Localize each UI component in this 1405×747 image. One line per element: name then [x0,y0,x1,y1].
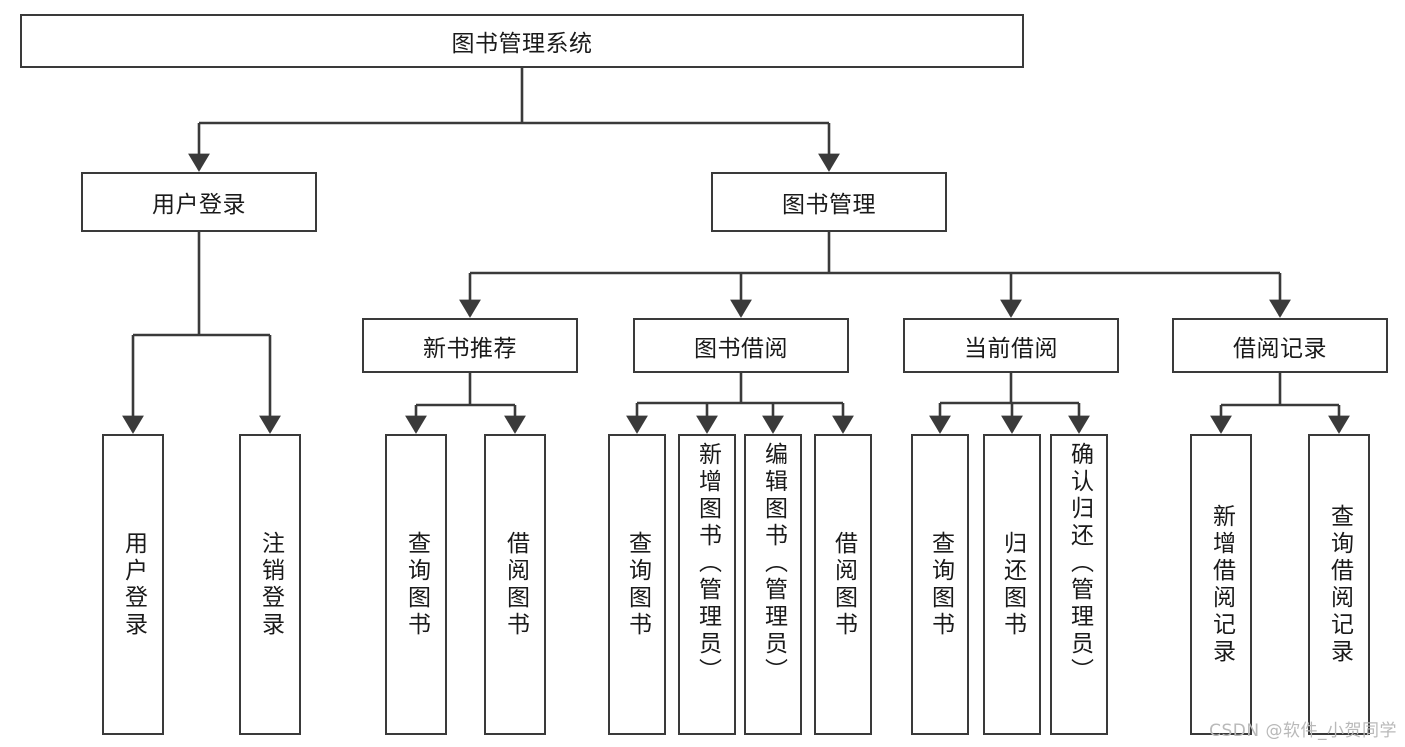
node-label: 用户登录 [120,530,147,639]
node-new-book-recommend[interactable]: 新书推荐 [362,318,578,373]
node-current-borrow[interactable]: 当前借阅 [903,318,1119,373]
node-label: 归还图书 [999,530,1026,639]
node-label: 查询图书 [927,530,954,639]
node-label: 注销登录 [257,530,284,639]
leaf-node-leaf-query-record[interactable]: 查询借阅记录 [1308,434,1370,735]
node-label: 查询图书 [403,530,430,639]
leaf-node-leaf-return-book[interactable]: 归还图书 [983,434,1041,735]
node-label: 用户登录 [152,192,246,218]
node-label: 借阅图书 [830,530,857,639]
leaf-node-leaf-borrow-book-2[interactable]: 借阅图书 [814,434,872,735]
node-label: 新书推荐 [423,335,517,362]
leaf-node-leaf-query-book-1[interactable]: 查询图书 [385,434,447,735]
node-label: 当前借阅 [964,335,1058,362]
node-label: 借阅记录 [1233,335,1327,362]
leaf-node-leaf-add-book[interactable]: 新增图书（管理员） [678,434,736,735]
leaf-node-leaf-logout[interactable]: 注销登录 [239,434,301,735]
node-borrow-record[interactable]: 借阅记录 [1172,318,1388,373]
node-label: 图书借阅 [694,335,788,362]
watermark-label: CSDN @软件_小贺同学 [1209,721,1397,741]
node-label: 查询借阅记录 [1326,503,1353,666]
node-user-login[interactable]: 用户登录 [81,172,317,232]
node-book-borrow[interactable]: 图书借阅 [633,318,849,373]
node-label: 新增图书（管理员） [694,442,721,685]
node-label: 借阅图书 [502,530,529,639]
leaf-node-leaf-user-login[interactable]: 用户登录 [102,434,164,735]
leaf-node-leaf-confirm-return[interactable]: 确认归还（管理员） [1050,434,1108,735]
node-book-manage[interactable]: 图书管理 [711,172,947,232]
node-label: 查询图书 [624,530,651,639]
leaf-node-leaf-edit-book[interactable]: 编辑图书（管理员） [744,434,802,735]
leaf-node-leaf-query-book-2[interactable]: 查询图书 [608,434,666,735]
node-label: 图书管理 [782,192,876,218]
leaf-node-leaf-query-book-3[interactable]: 查询图书 [911,434,969,735]
node-label: 编辑图书（管理员） [760,442,787,685]
leaf-node-leaf-add-record[interactable]: 新增借阅记录 [1190,434,1252,735]
node-label: 确认归还（管理员） [1066,442,1093,685]
node-label: 新增借阅记录 [1208,503,1235,666]
leaf-node-leaf-borrow-book-1[interactable]: 借阅图书 [484,434,546,735]
node-label: 图书管理系统 [451,31,593,57]
root-node-root[interactable]: 图书管理系统 [20,14,1024,68]
